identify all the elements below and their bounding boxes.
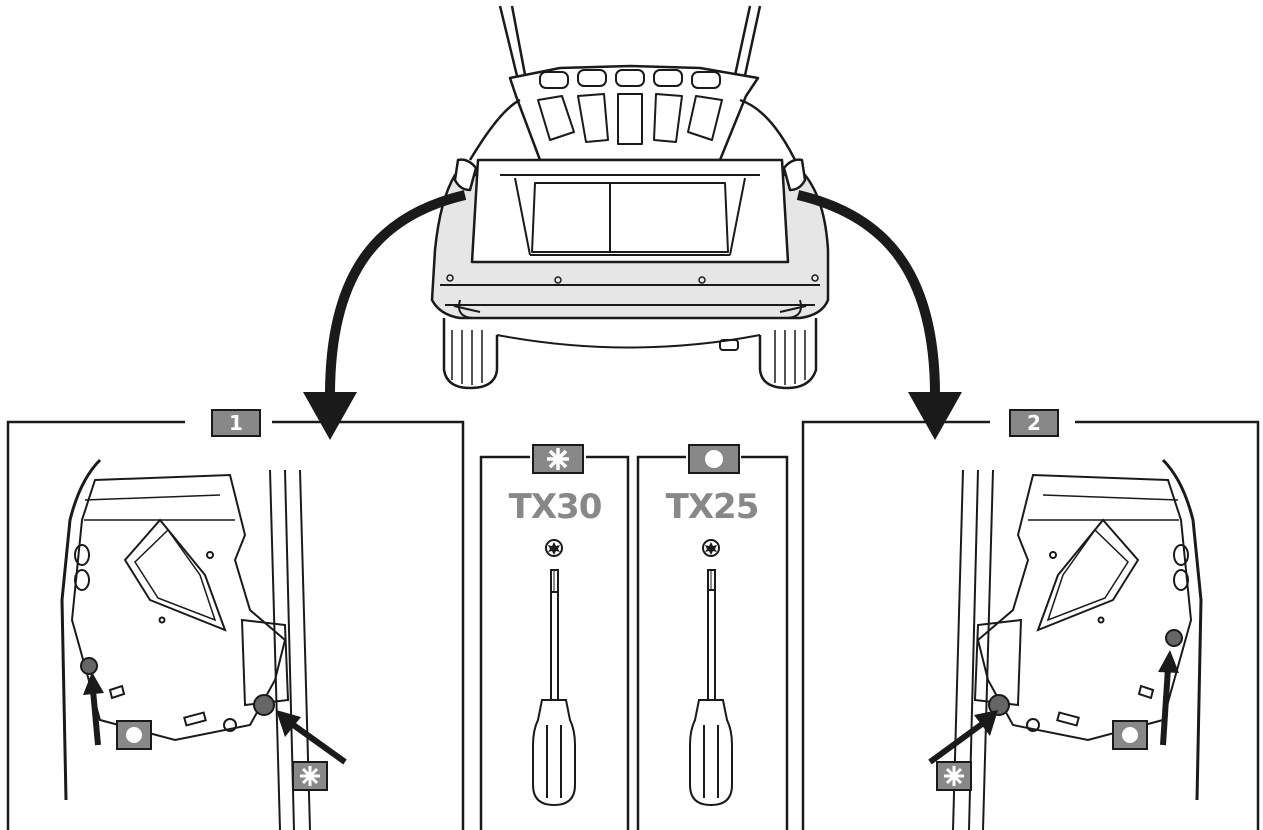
torx-icon — [545, 539, 563, 557]
torx-icon — [702, 539, 720, 557]
screwdriver-icon — [689, 569, 733, 807]
trim-panel-right — [952, 458, 1203, 830]
circle-marker-badge-right — [1112, 720, 1148, 750]
screw-asterisk-left — [253, 694, 275, 716]
detail-panel-right: 2 — [801, 409, 1260, 830]
asterisk-icon — [944, 766, 964, 786]
tool-symbol-badge-asterisk — [532, 444, 584, 474]
trim-panel-left — [60, 458, 311, 830]
circle-icon — [126, 727, 142, 743]
asterisk-icon — [547, 448, 569, 470]
tool-panel-tx30: TX30 — [479, 444, 630, 830]
panel-number-badge-2: 2 — [1009, 409, 1059, 437]
screw-circle-right — [1165, 629, 1183, 647]
panel-number-1: 1 — [229, 411, 243, 435]
circle-icon — [705, 450, 723, 468]
panel-number-badge-1: 1 — [211, 409, 261, 437]
tool-label-tx25: TX25 — [666, 487, 759, 527]
asterisk-icon — [300, 766, 320, 786]
screw-asterisk-right — [988, 694, 1010, 716]
circle-marker-badge-left — [116, 720, 152, 750]
asterisk-marker-badge-left — [292, 761, 328, 791]
car-rear-view — [430, 5, 830, 390]
tool-symbol-badge-circle — [688, 444, 740, 474]
detail-panel-left: 1 — [6, 409, 465, 830]
asterisk-marker-badge-right — [936, 761, 972, 791]
tool-label-tx30: TX30 — [509, 487, 602, 527]
screwdriver-icon — [532, 569, 576, 807]
tool-panel-tx25: TX25 — [636, 444, 789, 830]
pointer-arrow-right — [796, 190, 962, 440]
pointer-arrow-left — [303, 190, 467, 440]
circle-icon — [1122, 727, 1138, 743]
panel-number-2: 2 — [1027, 411, 1041, 435]
screw-circle-left — [80, 657, 98, 675]
